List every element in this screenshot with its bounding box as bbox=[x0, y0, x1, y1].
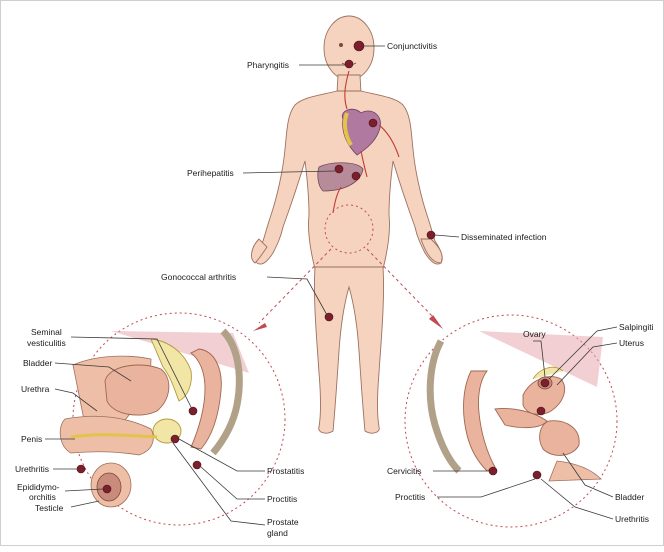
salpingitis-site bbox=[537, 407, 545, 415]
neck bbox=[337, 75, 361, 93]
label-proctitis-female: Proctitis bbox=[395, 492, 425, 502]
heart-site bbox=[369, 119, 377, 127]
pharyngitis-site bbox=[345, 60, 353, 68]
label-prostatitis: Prostatitis bbox=[267, 466, 304, 476]
female-rectum bbox=[464, 371, 495, 471]
label-pharyngitis: Pharyngitis bbox=[247, 60, 289, 70]
label-penis: Penis bbox=[21, 434, 42, 444]
head bbox=[324, 16, 374, 80]
seminal-vesiculitis-site bbox=[189, 407, 197, 415]
label-conjunctivitis: Conjunctivitis bbox=[387, 41, 437, 51]
label-cervicitis: Cervicitis bbox=[387, 466, 421, 476]
label-testicle: Testicle bbox=[35, 503, 64, 513]
male-rectum bbox=[191, 349, 221, 449]
female-spine bbox=[430, 341, 459, 471]
label-bladder-male: Bladder bbox=[23, 358, 52, 368]
label-epididymo-line2: orchitis bbox=[29, 492, 56, 502]
female-bladder bbox=[540, 421, 580, 456]
urethritis-male-site bbox=[77, 465, 85, 473]
proctitis-female-site bbox=[533, 471, 541, 479]
label-seminal-line2: vesticulitis bbox=[27, 338, 66, 348]
pointer-head-female bbox=[429, 315, 443, 329]
label-disseminated-infection: Disseminated infection bbox=[461, 232, 547, 242]
leader-proctitis-female bbox=[437, 479, 535, 497]
ovary-site bbox=[541, 379, 549, 387]
label-uterus: Uterus bbox=[619, 338, 644, 348]
male-pelvis-inset bbox=[60, 313, 285, 525]
leader-prostate-gland bbox=[173, 443, 265, 525]
perihepatitis-site bbox=[335, 165, 343, 173]
right-eye bbox=[339, 43, 343, 47]
label-salpingitis: Salpingiti bbox=[619, 322, 654, 332]
label-urethritis-male: Urethritis bbox=[15, 464, 49, 474]
human-body-figure bbox=[252, 16, 443, 433]
proctitis-male-site bbox=[193, 461, 201, 469]
label-bladder-female: Bladder bbox=[615, 492, 644, 502]
disseminated-infection-site bbox=[427, 231, 435, 239]
label-prostate-line2: gland bbox=[267, 528, 288, 538]
epididymo-orchitis-site bbox=[103, 485, 111, 493]
liver-site bbox=[352, 172, 360, 180]
label-seminal-line1: Seminal bbox=[31, 327, 62, 337]
conjunctivitis-site bbox=[354, 41, 364, 51]
label-urethritis-female: Urethritis bbox=[615, 514, 649, 524]
cervicitis-site bbox=[489, 467, 497, 475]
leader-disseminated bbox=[435, 235, 459, 237]
label-perihepatitis: Perihepatitis bbox=[187, 168, 234, 178]
label-ovary: Ovary bbox=[523, 329, 546, 339]
leader-testicle bbox=[71, 501, 99, 507]
prostatitis-site bbox=[171, 435, 179, 443]
legs bbox=[314, 267, 383, 433]
pointer-head-male bbox=[253, 323, 267, 331]
female-pelvis-inset bbox=[405, 315, 617, 527]
label-gonococcal-arthritis: Gonococcal arthritis bbox=[161, 272, 236, 282]
label-prostate-line1: Prostate bbox=[267, 517, 299, 527]
label-epididymo-line1: Epididymo- bbox=[17, 482, 60, 492]
label-urethra: Urethra bbox=[21, 384, 50, 394]
label-proctitis-male: Proctitis bbox=[267, 494, 297, 504]
male-bladder bbox=[105, 365, 169, 415]
leader-urethritis-female bbox=[541, 479, 613, 519]
